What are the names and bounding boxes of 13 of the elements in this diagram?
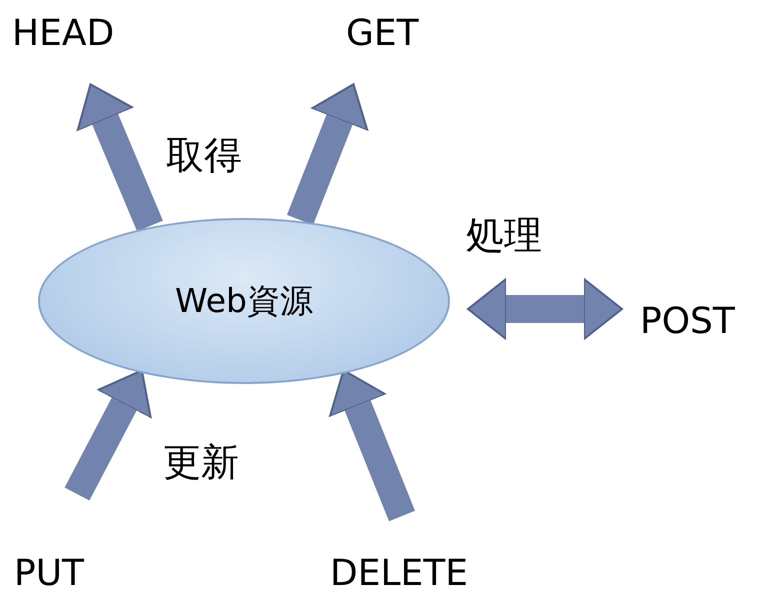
method-label: HEAD	[12, 16, 114, 88]
block-arrow	[467, 278, 623, 340]
group-label: 取得	[166, 136, 242, 174]
method-label: POST	[618, 304, 735, 340]
method-label: GET	[346, 16, 419, 88]
block-arrow	[64, 369, 152, 501]
block-arrow	[76, 83, 163, 232]
resource-ellipse: Web資源	[38, 218, 450, 384]
block-arrow	[286, 83, 368, 226]
method-label: PUT	[14, 492, 84, 592]
group-label: 更新	[163, 443, 239, 481]
edge-label: 処理	[466, 216, 542, 254]
method-label: DELETE	[330, 484, 468, 592]
